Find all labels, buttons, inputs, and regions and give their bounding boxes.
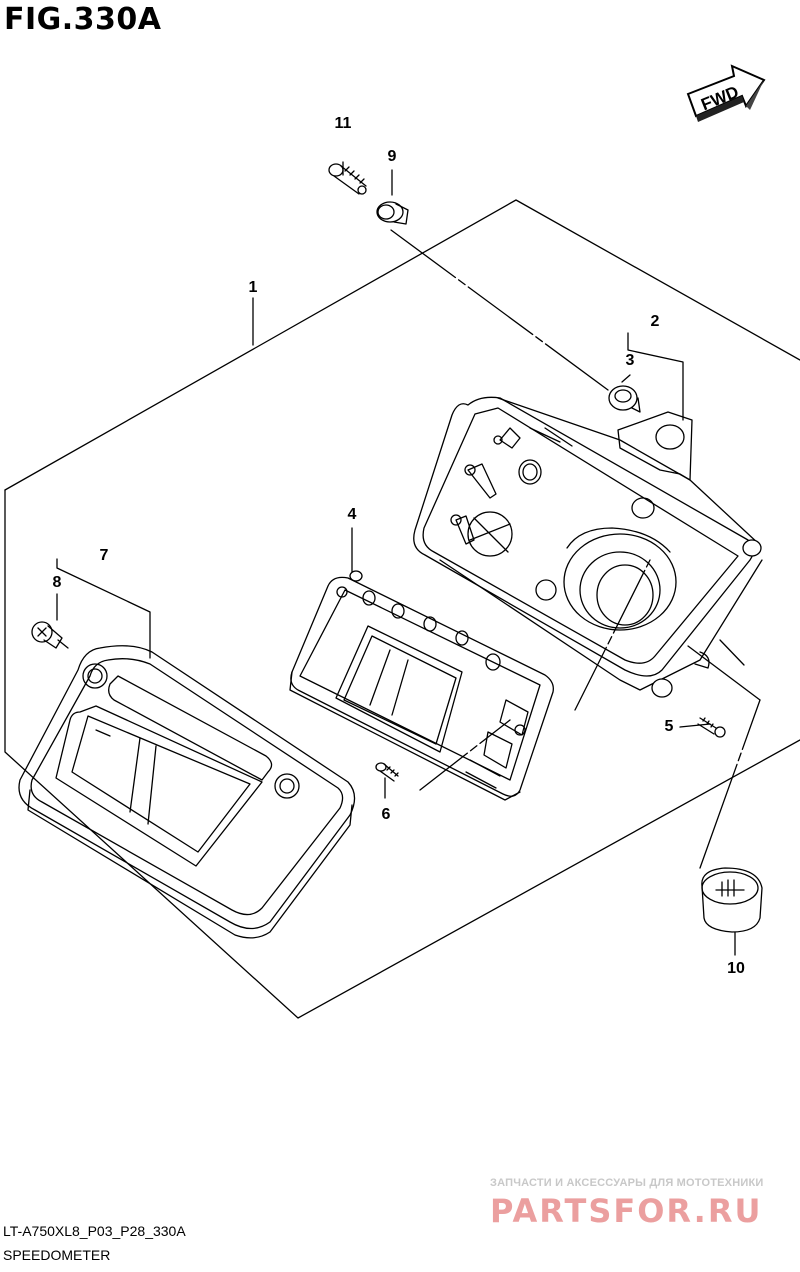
grommet-3-icon bbox=[608, 385, 641, 413]
watermark-logo: PARTSFOR.RU bbox=[490, 1192, 762, 1230]
figure-title: FIG.330A bbox=[4, 2, 162, 37]
callout-7: 7 bbox=[99, 547, 109, 564]
callout-1: 1 bbox=[248, 279, 258, 296]
grommet-9-icon bbox=[376, 201, 409, 225]
screw-8-icon bbox=[31, 621, 69, 649]
screw-6-icon bbox=[375, 762, 399, 782]
watermark-tagline: ЗАПЧАСТИ И АКСЕССУАРЫ ДЛЯ МОТОТЕХНИКИ bbox=[490, 1177, 764, 1189]
callout-6: 6 bbox=[381, 806, 391, 823]
callout-5: 5 bbox=[664, 718, 674, 735]
fwd-arrow-icon: FWD bbox=[686, 64, 766, 122]
callout-2: 2 bbox=[650, 313, 660, 330]
assembly-boundary bbox=[4, 199, 800, 491]
callout-9: 9 bbox=[387, 148, 397, 165]
watermark-brand: PARTSFOR.RU bbox=[490, 1192, 762, 1230]
callout-8: 8 bbox=[52, 574, 62, 591]
screw-11-icon bbox=[328, 163, 367, 195]
meter-case-2 bbox=[413, 396, 763, 698]
cap-10-icon bbox=[701, 867, 763, 933]
callout-4: 4 bbox=[347, 506, 357, 523]
section-name: SPEEDOMETER bbox=[3, 1247, 111, 1263]
callout-3: 3 bbox=[625, 352, 635, 369]
screw-5-icon bbox=[697, 717, 726, 738]
model-code: LT-A750XL8_P03_P28_330A bbox=[3, 1223, 186, 1239]
front-bezel-7 bbox=[18, 645, 356, 939]
lcd-board-4 bbox=[289, 570, 554, 801]
callout-11: 11 bbox=[334, 115, 352, 132]
callout-10: 10 bbox=[727, 960, 745, 977]
